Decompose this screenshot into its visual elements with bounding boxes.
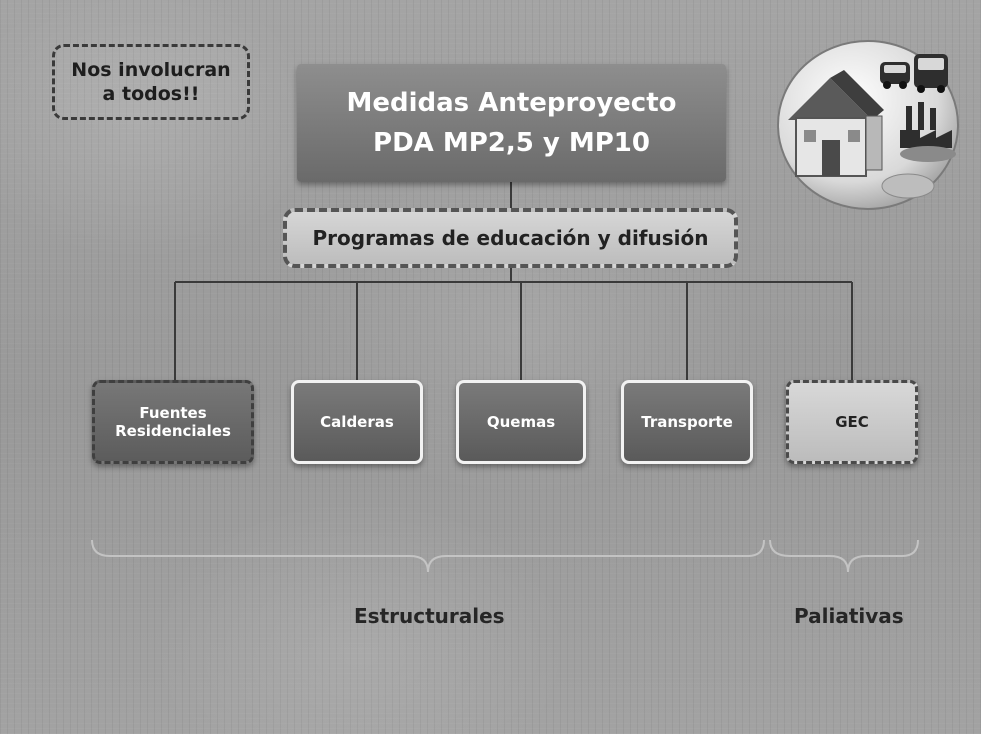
involvement-note: Nos involucran a todos!! — [52, 44, 250, 120]
category-label: Transporte — [641, 413, 733, 431]
title-line-1: Medidas Anteproyecto — [346, 88, 677, 118]
category-calderas: Calderas — [291, 380, 423, 464]
structural-brace — [91, 539, 765, 573]
category-label: Fuentes — [139, 404, 207, 422]
category-gec: GEC — [786, 380, 918, 464]
note-line-1: Nos involucran — [71, 59, 231, 81]
title-line-2: PDA MP2,5 y MP10 — [373, 128, 650, 158]
house-icon — [788, 70, 884, 177]
smoke-cloud — [881, 173, 935, 199]
group-label-estructurales: Estructurales — [354, 604, 505, 628]
category-label: Residenciales — [115, 422, 231, 440]
category-transporte: Transporte — [621, 380, 753, 464]
program-box: Programas de educación y difusión — [283, 208, 738, 268]
factory-icon — [900, 102, 956, 162]
palliative-brace — [769, 539, 919, 573]
group-label-paliativas: Paliativas — [794, 604, 904, 628]
category-fuentes-residenciales: Fuentes Residenciales — [92, 380, 254, 464]
emissions-illustration — [777, 40, 959, 210]
program-label: Programas de educación y difusión — [312, 226, 709, 250]
category-label: GEC — [835, 413, 869, 431]
category-label: Quemas — [486, 413, 556, 431]
note-line-2: a todos!! — [102, 83, 200, 105]
bus-icon — [914, 54, 948, 93]
car-icon — [880, 62, 910, 89]
title-box: Medidas Anteproyecto PDA MP2,5 y MP10 — [297, 64, 726, 182]
category-label: Calderas — [320, 413, 394, 431]
category-quemas: Quemas — [456, 380, 586, 464]
